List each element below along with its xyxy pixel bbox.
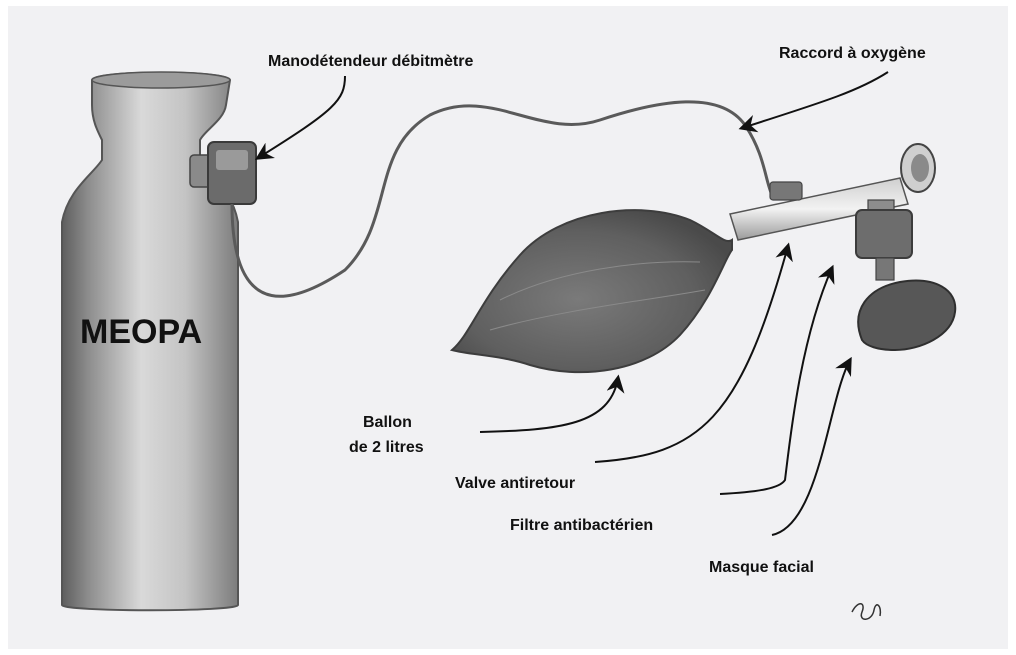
bag-label-line2: de 2 litres: [349, 439, 424, 456]
oxygen-connector-label: Raccord à oxygène: [779, 45, 926, 62]
filter-label: Filtre antibactérien: [510, 517, 653, 534]
mask-label: Masque facial: [709, 559, 814, 576]
cylinder-label: MEOPA: [80, 313, 202, 351]
bag-label-line1: Ballon: [363, 414, 412, 431]
regulator-label: Manodétendeur débitmètre: [268, 53, 473, 70]
valve-label: Valve antiretour: [455, 475, 575, 492]
